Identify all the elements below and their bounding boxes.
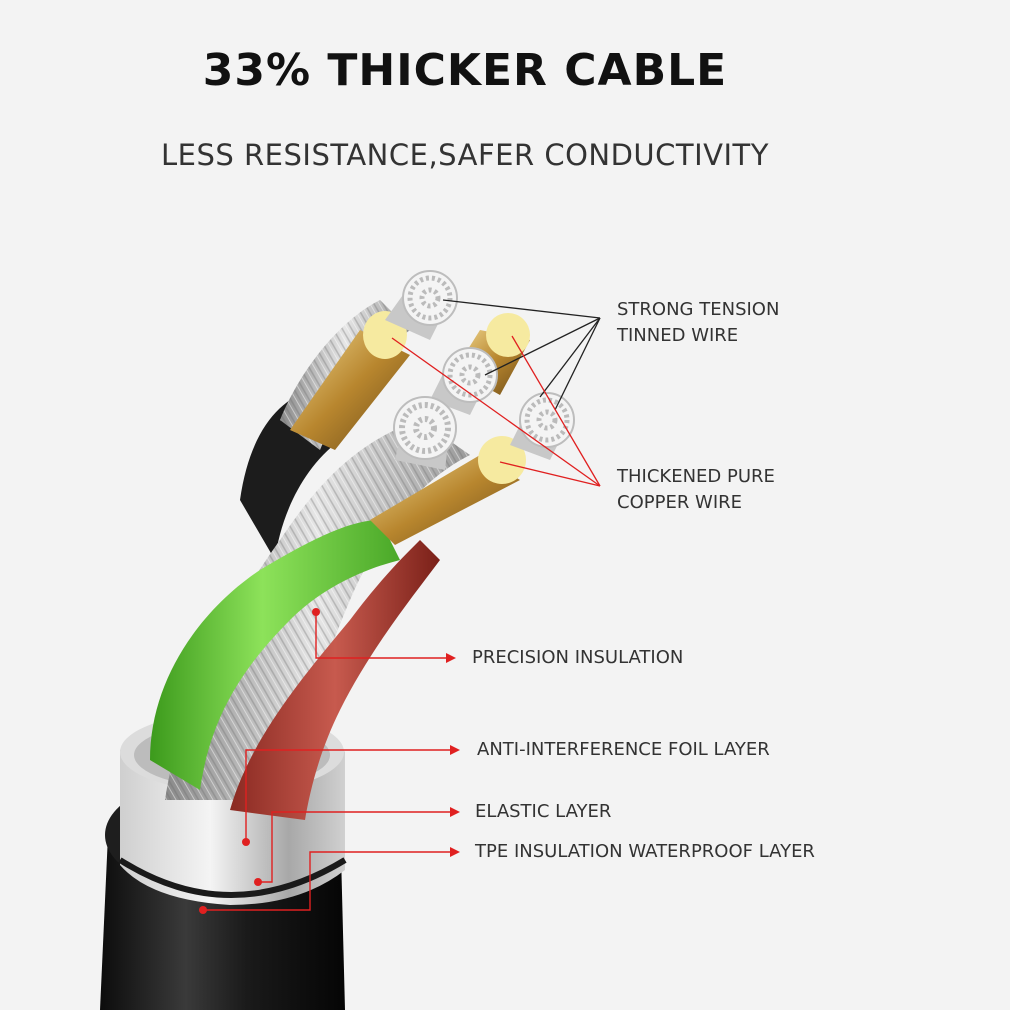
pointer-precision-insulation: [312, 608, 456, 663]
leader-lines-tinned: [442, 299, 601, 411]
label-tpe-layer: TPE INSULATION WATERPROOF LAYER: [475, 841, 815, 862]
label-foil-layer: ANTI-INTERFERENCE FOIL LAYER: [477, 739, 770, 760]
green-insulation-wire: [150, 520, 400, 790]
copper-conductor-front: [370, 436, 526, 545]
page-subtitle: LESS RESISTANCE,SAFER CONDUCTIVITY: [161, 138, 769, 172]
label-tinned-wire: STRONG TENSION TINNED WIRE: [617, 297, 779, 349]
label-copper-wire-line2: COPPER WIRE: [617, 492, 743, 513]
tinned-core-right: [510, 392, 575, 460]
pointer-elastic-layer: [254, 807, 460, 886]
label-copper-wire: THICKENED PURE COPPER WIRE: [617, 464, 775, 516]
tinned-core-front: [393, 396, 457, 470]
label-tinned-wire-line2: TINNED WIRE: [617, 325, 739, 346]
page-title: 33% THICKER CABLE: [202, 45, 728, 96]
tinned-core-top: [385, 270, 458, 340]
label-elastic-layer: ELASTIC LAYER: [475, 801, 612, 822]
label-tinned-wire-line1: STRONG TENSION: [617, 299, 780, 320]
pointer-tpe-layer: [199, 847, 460, 914]
leader-lines-copper: [391, 335, 601, 487]
pointer-foil-layer: [242, 745, 460, 846]
label-precision-insulation: PRECISION INSULATION: [472, 647, 684, 668]
label-copper-wire-line1: THICKENED PURE: [617, 466, 775, 487]
tinned-core-mid: [430, 347, 498, 415]
